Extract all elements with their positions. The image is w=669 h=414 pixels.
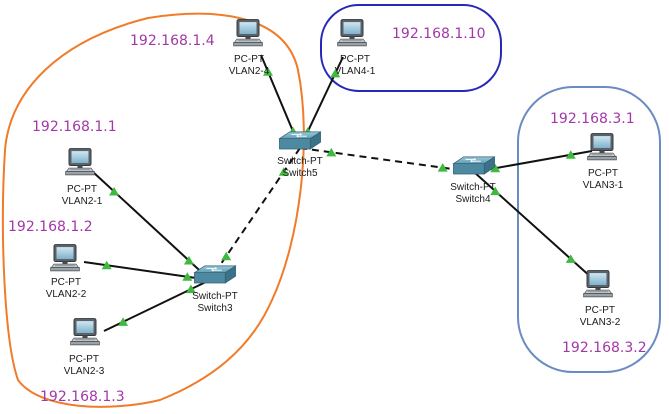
link-sw3-pc21-port-b	[109, 186, 120, 196]
ip-label-vlan2-4: 192.168.1.4	[130, 33, 215, 49]
link-sw4-pc32-port-b	[565, 254, 576, 263]
device-type-label: PC-PT	[67, 184, 97, 195]
ip-label-vlan2-3: 192.168.1.3	[40, 389, 125, 405]
ip-label-vlan2-1: 192.168.1.1	[32, 119, 117, 135]
link-sw4-pc31-port-a	[490, 163, 501, 173]
device-type-label: PC-PT	[588, 168, 618, 179]
switch-icon	[193, 265, 237, 284]
pc-icon	[50, 244, 80, 272]
link-sw5-sw4-port-a	[326, 147, 337, 157]
ip-label-vlan4-1: 192.168.1.10	[392, 26, 486, 42]
ip-labels: 192.168.1.4 192.168.1.10 192.168.1.1 192…	[8, 26, 647, 405]
pc-icon	[583, 270, 613, 298]
link-sw3-pc22-port-a	[182, 272, 193, 281]
device-name-label: VLAN2-2	[46, 289, 87, 300]
device-name-label: Switch4	[455, 194, 490, 205]
vlan2-group-outline	[1, 12, 305, 408]
pc-icon	[70, 318, 100, 346]
link-sw5-sw4-port-b	[437, 163, 448, 172]
device-name-label: VLAN2-3	[64, 366, 105, 377]
device-name-label: VLAN2-1	[62, 196, 103, 207]
link-sw3-pc21-port-a	[183, 256, 194, 265]
pc-icon	[233, 19, 263, 47]
link-sw5-pc24-port-b	[263, 67, 274, 76]
device-type-label: Switch-PT	[192, 291, 238, 302]
device-type-label: PC-PT	[51, 277, 81, 288]
pc-icon	[65, 148, 95, 176]
link-sw3-pc22-port-b	[101, 260, 112, 270]
link-sw5-sw4	[299, 147, 475, 173]
device-name-label: Switch5	[282, 168, 317, 179]
device-name-label: VLAN4-1	[335, 66, 376, 77]
vlan4-group-outline	[320, 4, 502, 92]
device-name-label: VLAN3-2	[580, 317, 621, 328]
ip-label-vlan3-1: 192.168.3.1	[550, 111, 635, 127]
link-sw4-pc31-port-b	[565, 150, 576, 159]
devices-layer: Switch-PTSwitch5Switch-PTSwitch4Switch-P…	[46, 19, 624, 377]
device-name-label: Switch3	[197, 303, 232, 314]
links-layer	[83, 54, 593, 332]
ip-label-vlan3-2: 192.168.3.2	[562, 340, 647, 356]
link-sw3-pc23-port-b	[118, 317, 129, 326]
link-sw3-pc23-port-a	[185, 284, 196, 294]
link-sw4-pc32-port-a	[490, 186, 501, 196]
port-indicators	[101, 67, 576, 326]
link-sw5-sw3-port-b	[221, 251, 232, 261]
device-type-label: Switch-PT	[450, 182, 496, 193]
device-type-label: PC-PT	[234, 54, 264, 65]
device-type-label: PC-PT	[69, 354, 99, 365]
device-type-label: Switch-PT	[277, 156, 323, 167]
link-sw5-pc41-port-b	[330, 68, 341, 78]
vlan3-group-outline	[517, 86, 661, 373]
switch-icon	[278, 131, 322, 150]
ip-label-vlan2-2: 192.168.1.2	[8, 219, 93, 235]
device-type-label: PC-PT	[585, 305, 615, 316]
link-sw5-sw3-port-a	[278, 167, 289, 176]
device-name-label: VLAN3-1	[583, 180, 624, 191]
device-type-label: PC-PT	[340, 54, 370, 65]
device-name-label: VLAN2-4	[229, 66, 270, 77]
pc-icon	[337, 19, 367, 47]
link-sw3-pc22	[83, 261, 211, 281]
switch-icon	[452, 156, 496, 175]
pc-icon	[587, 133, 617, 161]
